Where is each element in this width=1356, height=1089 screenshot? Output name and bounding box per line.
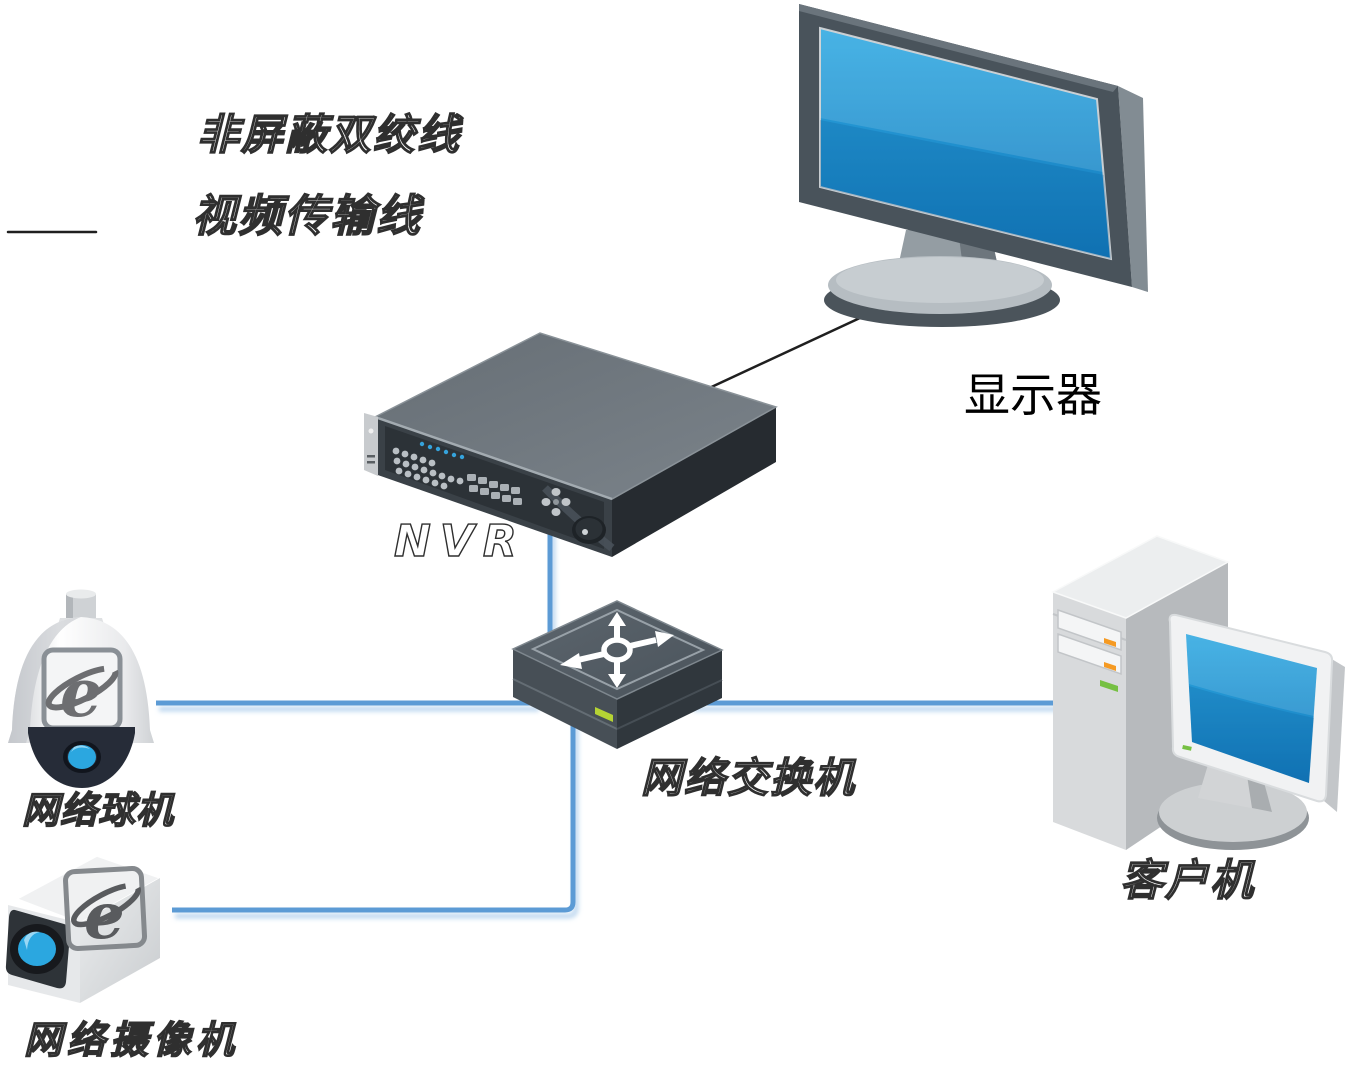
monitor-side-edge (1118, 86, 1148, 292)
switch-front-left-face (513, 649, 617, 749)
switch-arrows-icon (560, 612, 674, 688)
switch-front-right-seam (616, 679, 723, 730)
nvr-jog-knob (572, 516, 606, 544)
nvr-left-cap (364, 413, 378, 476)
box-camera-label: 网络摄像机 (23, 1018, 240, 1062)
nvr-front-edge-highlight (374, 415, 613, 501)
dome-body-shade (8, 617, 81, 743)
nvr-dpad (541, 488, 571, 516)
pc-screen-shade (1189, 686, 1314, 783)
monitor-screen-shade (820, 120, 1111, 259)
nvr-left-cap-dot (368, 428, 374, 434)
pc-bay-indicator (1104, 638, 1116, 647)
dome-mount-shade (66, 594, 73, 622)
nvr-device (364, 332, 778, 557)
pc-monitor-screen (1186, 634, 1317, 783)
nvr-left-cap-vent2 (367, 461, 375, 464)
legend-label-utp: 非屏蔽双绞线 (196, 110, 462, 159)
dome-mount-top (66, 589, 96, 599)
dome-logo-plate: e (41, 647, 123, 732)
dome-lens-highlight (71, 745, 90, 752)
switch-label: 网络交换机 (640, 754, 856, 802)
utp-line-switch-to-boxcam (172, 718, 576, 913)
switch-device (511, 600, 724, 749)
utp-connection-lines (156, 528, 1058, 913)
switch-top-inset-border (530, 608, 706, 691)
nvr-panel-curve (542, 485, 615, 552)
nvr-round-buttons (392, 447, 464, 490)
nvr-label: NVR (393, 516, 526, 567)
pc-drive-bay (1057, 632, 1122, 676)
e-logo-ring (45, 665, 119, 711)
nvr-led-row (419, 441, 465, 460)
nvr-square-buttons (467, 474, 522, 505)
boxcam-logo-plate: e (63, 866, 148, 954)
monitor-frame-top-highlight (799, 4, 1118, 92)
monitor-device (799, 4, 1148, 327)
pc-bay-indicator (1104, 662, 1116, 671)
monitor-base-top (836, 257, 1044, 303)
pc-screen-glare (1186, 634, 1317, 716)
dome-camera-label: 网络球机 (21, 789, 174, 832)
monitor-screen-glare (820, 28, 1103, 172)
pc-monitor-base (1159, 782, 1307, 842)
switch-top-face (511, 600, 724, 700)
nvr-left-cap-vent1 (367, 455, 375, 458)
boxcam-lens-highlight (24, 931, 40, 950)
switch-power-led (595, 707, 613, 722)
legend-label-video: 视频传输线 (191, 191, 422, 242)
nvr-right-face (612, 407, 776, 557)
client-pc-device (1051, 535, 1345, 850)
boxcam-lens (18, 932, 56, 966)
monitor-label: 显示器 (964, 367, 1102, 422)
box-camera-device: e (5, 855, 162, 1003)
dome-lens-ring (63, 741, 101, 773)
switch-front-right-face (617, 650, 722, 749)
pc-drive-bay (1057, 608, 1122, 652)
pc-monitor-led (1182, 745, 1192, 751)
switch-front-left-seam (512, 678, 618, 730)
client-pc-label: 客户机 (1119, 856, 1255, 906)
pc-power-led (1100, 680, 1118, 692)
monitor-screen (819, 26, 1113, 261)
boxcam-body-face (80, 878, 160, 1003)
dome-camera-device: e (8, 589, 154, 788)
pc-tower-top (1051, 535, 1230, 619)
dome-camera-lens (68, 745, 96, 769)
monitor-label-box: 显示器 (958, 357, 1236, 426)
e-logo-ring (71, 882, 141, 928)
